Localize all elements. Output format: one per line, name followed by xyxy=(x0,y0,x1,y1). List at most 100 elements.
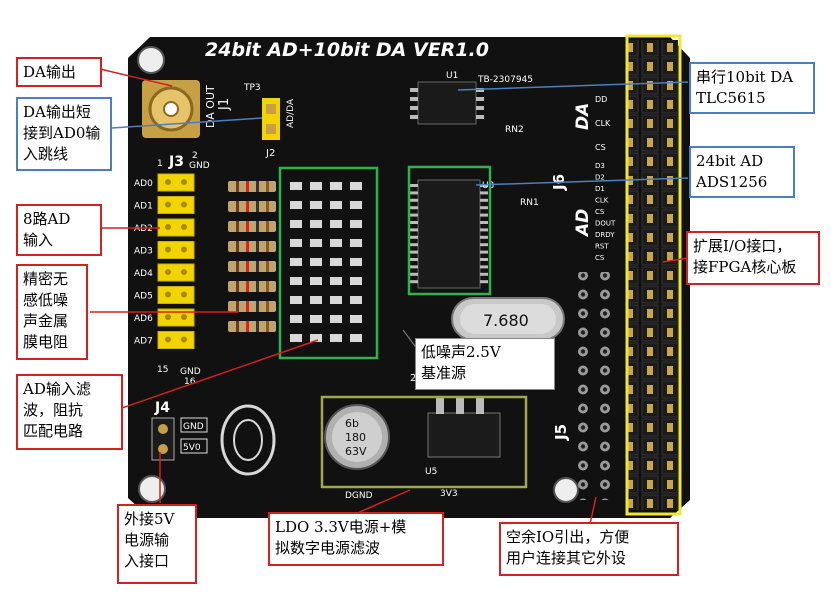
ad-signal-label: CLK xyxy=(595,197,609,205)
metal-film-resistor xyxy=(228,201,276,212)
smd-component xyxy=(310,182,322,190)
smd-component xyxy=(330,220,342,228)
label-u1: U1 xyxy=(446,71,458,81)
smd-component xyxy=(310,315,322,323)
smd-component xyxy=(330,334,342,342)
chip-u1 xyxy=(417,81,477,125)
cap-marking-2: 180 xyxy=(345,431,366,444)
highlight-resistor-array xyxy=(278,166,379,360)
ad-pin-label: AD0 xyxy=(134,179,153,189)
label-u3: U3 xyxy=(482,181,494,191)
label-j2: J2 xyxy=(265,148,275,159)
label-j4-gnd: GND xyxy=(183,422,204,432)
smd-component xyxy=(290,239,302,247)
board-title: 24bit AD+10bit DA VER1.0 xyxy=(205,39,489,61)
label-j3-gnd: GND xyxy=(189,161,210,171)
callout-ad-filter: AD输入滤 波，阻抗 匹配电路 xyxy=(16,374,123,450)
header-pin-pair xyxy=(157,218,195,237)
callout-8ch-ad-input: 8路AD 输入 xyxy=(16,204,102,256)
smd-component xyxy=(330,182,342,190)
header-pin-pair xyxy=(157,331,195,349)
label-j1: J1 xyxy=(217,98,232,111)
expansion-header xyxy=(628,40,678,510)
label-3v3: 3V3 xyxy=(440,489,458,499)
header-pin-pair xyxy=(157,173,195,192)
ad-pin-label: AD6 xyxy=(134,314,153,324)
label-ad-da: AD/DA xyxy=(286,98,296,128)
label-rn2: RN2 xyxy=(505,125,524,135)
ad-pin-label: AD3 xyxy=(134,247,153,257)
brand-logo xyxy=(220,404,276,476)
sma-center xyxy=(163,101,179,117)
ad-input-header xyxy=(157,173,195,349)
ad-pin-label: AD1 xyxy=(134,202,153,212)
spare-io-header xyxy=(578,272,622,500)
smd-component xyxy=(350,220,362,228)
smd-component xyxy=(290,315,302,323)
ad-signal-label: CS xyxy=(595,208,605,216)
smd-component xyxy=(350,258,362,266)
callout-da-output: DA输出 xyxy=(16,57,102,87)
da-signal-label: DD xyxy=(595,95,607,104)
smd-component xyxy=(290,258,302,266)
metal-film-resistor xyxy=(228,221,276,232)
ad-pin-label: AD5 xyxy=(134,292,153,302)
label-tp3: TP3 xyxy=(243,83,261,93)
ad-pin-label: AD7 xyxy=(134,337,153,347)
smd-component xyxy=(290,201,302,209)
highlight-adc xyxy=(407,165,492,296)
label-j3: J3 xyxy=(168,154,184,170)
filter-components xyxy=(290,182,362,342)
ad-signal-label: D1 xyxy=(595,185,605,193)
cap-marking-1: 6b xyxy=(345,417,359,430)
smd-component xyxy=(350,182,362,190)
ad-signal-label: RST xyxy=(595,243,609,251)
header-pin-pair xyxy=(157,196,195,214)
smd-component xyxy=(310,258,322,266)
ad-signal-label: DOUT xyxy=(595,220,616,228)
smd-component xyxy=(330,296,342,304)
ad-signal-label: D2 xyxy=(595,174,605,182)
smd-component xyxy=(330,239,342,247)
ldo-regulator xyxy=(427,412,501,458)
smd-component xyxy=(330,315,342,323)
ad-pin-label: AD2 xyxy=(134,224,153,234)
smd-component xyxy=(330,277,342,285)
smd-component xyxy=(290,334,302,342)
mount-hole xyxy=(138,475,166,503)
smd-component xyxy=(310,277,322,285)
label-da: DA xyxy=(573,103,593,130)
callout-da-short-jumper: DA输出短 接到AD0输 入跳线 xyxy=(16,97,112,171)
callout-ldo-power: LDO 3.3V电源+模 拟数字电源滤波 xyxy=(268,512,444,566)
label-pin15: 15 xyxy=(157,365,168,375)
label-dgnd: DGND xyxy=(345,491,373,501)
label-pin16: 16 xyxy=(184,377,196,387)
u1-code: TB-2307945 xyxy=(477,75,533,85)
label-da-out: DA OUT xyxy=(204,85,217,128)
chip-u3 xyxy=(417,179,481,289)
metal-film-resistor xyxy=(228,321,276,332)
smd-component xyxy=(350,315,362,323)
label-j5: J5 xyxy=(552,424,570,441)
smd-component xyxy=(290,296,302,304)
smd-component xyxy=(310,334,322,342)
power-connector-j4 xyxy=(151,417,175,461)
callout-precision-resistor: 精密无 感低噪 声金属 膜电阻 xyxy=(16,264,88,360)
label-ad: AD xyxy=(573,209,593,238)
smd-component xyxy=(310,296,322,304)
da-signal-label: CLK xyxy=(595,119,611,128)
ad-pin-label: AD4 xyxy=(134,269,153,279)
callout-spare-io: 空余IO引出，方便 用户连接其它外设 xyxy=(499,522,679,576)
da-signal-label: CS xyxy=(595,143,606,152)
smd-component xyxy=(310,220,322,228)
metal-film-resistor xyxy=(228,281,276,292)
smd-component xyxy=(350,277,362,285)
label-j4-5v: 5V0 xyxy=(183,443,201,453)
callout-5v-power-input: 外接5V 电源输 入接口 xyxy=(117,504,197,584)
label-rn1: RN1 xyxy=(520,198,539,208)
crystal-value: 7.680 xyxy=(483,311,529,330)
label-j4: J4 xyxy=(154,400,170,416)
